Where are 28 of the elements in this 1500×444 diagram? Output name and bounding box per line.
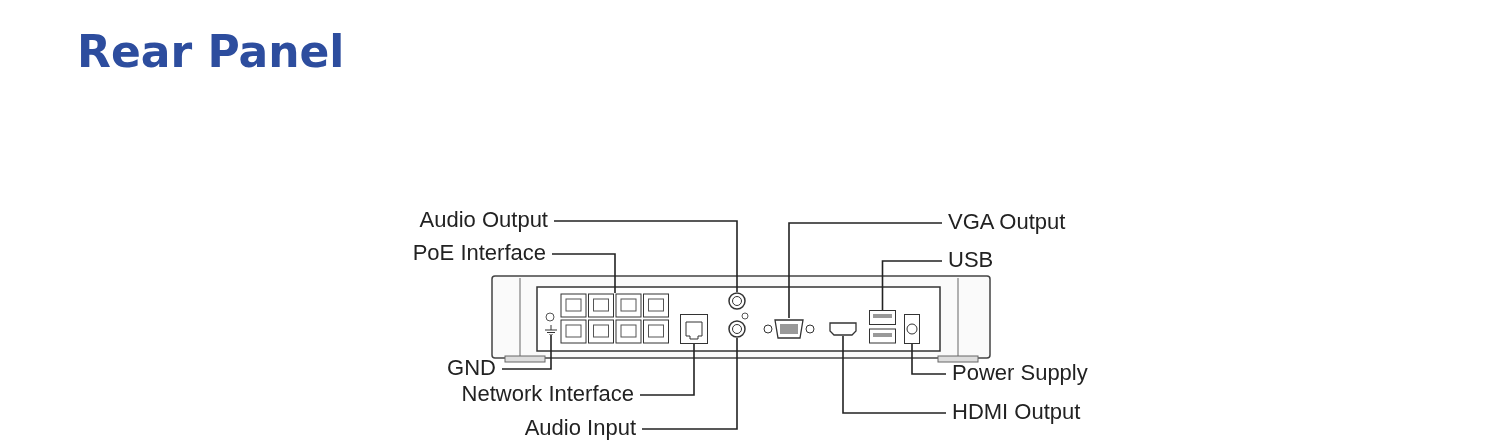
leader-line: [639, 343, 695, 396]
vga-port: [763, 318, 815, 340]
poe-port-block: [560, 293, 670, 345]
ground-symbol: [544, 325, 558, 335]
callout-label: Audio Output: [419, 207, 548, 233]
leader-line: [911, 343, 947, 375]
callout-label: USB: [948, 247, 994, 273]
leader-line: [501, 334, 552, 370]
leader-line: [788, 222, 943, 319]
leader-line: [551, 253, 616, 294]
callout-label: Audio Input: [524, 415, 636, 441]
leader-line: [881, 260, 943, 311]
callout-label: Power Supply: [952, 360, 1088, 386]
leader-line: [641, 337, 738, 430]
network-port: [680, 314, 708, 344]
page-title: Rear Panel: [77, 26, 345, 77]
audio-in-jack: [728, 320, 746, 338]
hdmi-port: [829, 322, 857, 336]
callout-label: PoE Interface: [412, 240, 546, 266]
leader-line: [842, 335, 947, 414]
power-socket: [904, 314, 920, 344]
callout-label: Network Interface: [461, 381, 634, 407]
callout-label: GND: [447, 355, 496, 381]
callout-label: VGA Output: [948, 209, 1066, 235]
audio-out-jack: [728, 292, 746, 310]
callout-label: HDMI Output: [952, 399, 1081, 425]
usb-ports: [869, 310, 896, 344]
leader-line: [553, 220, 738, 293]
